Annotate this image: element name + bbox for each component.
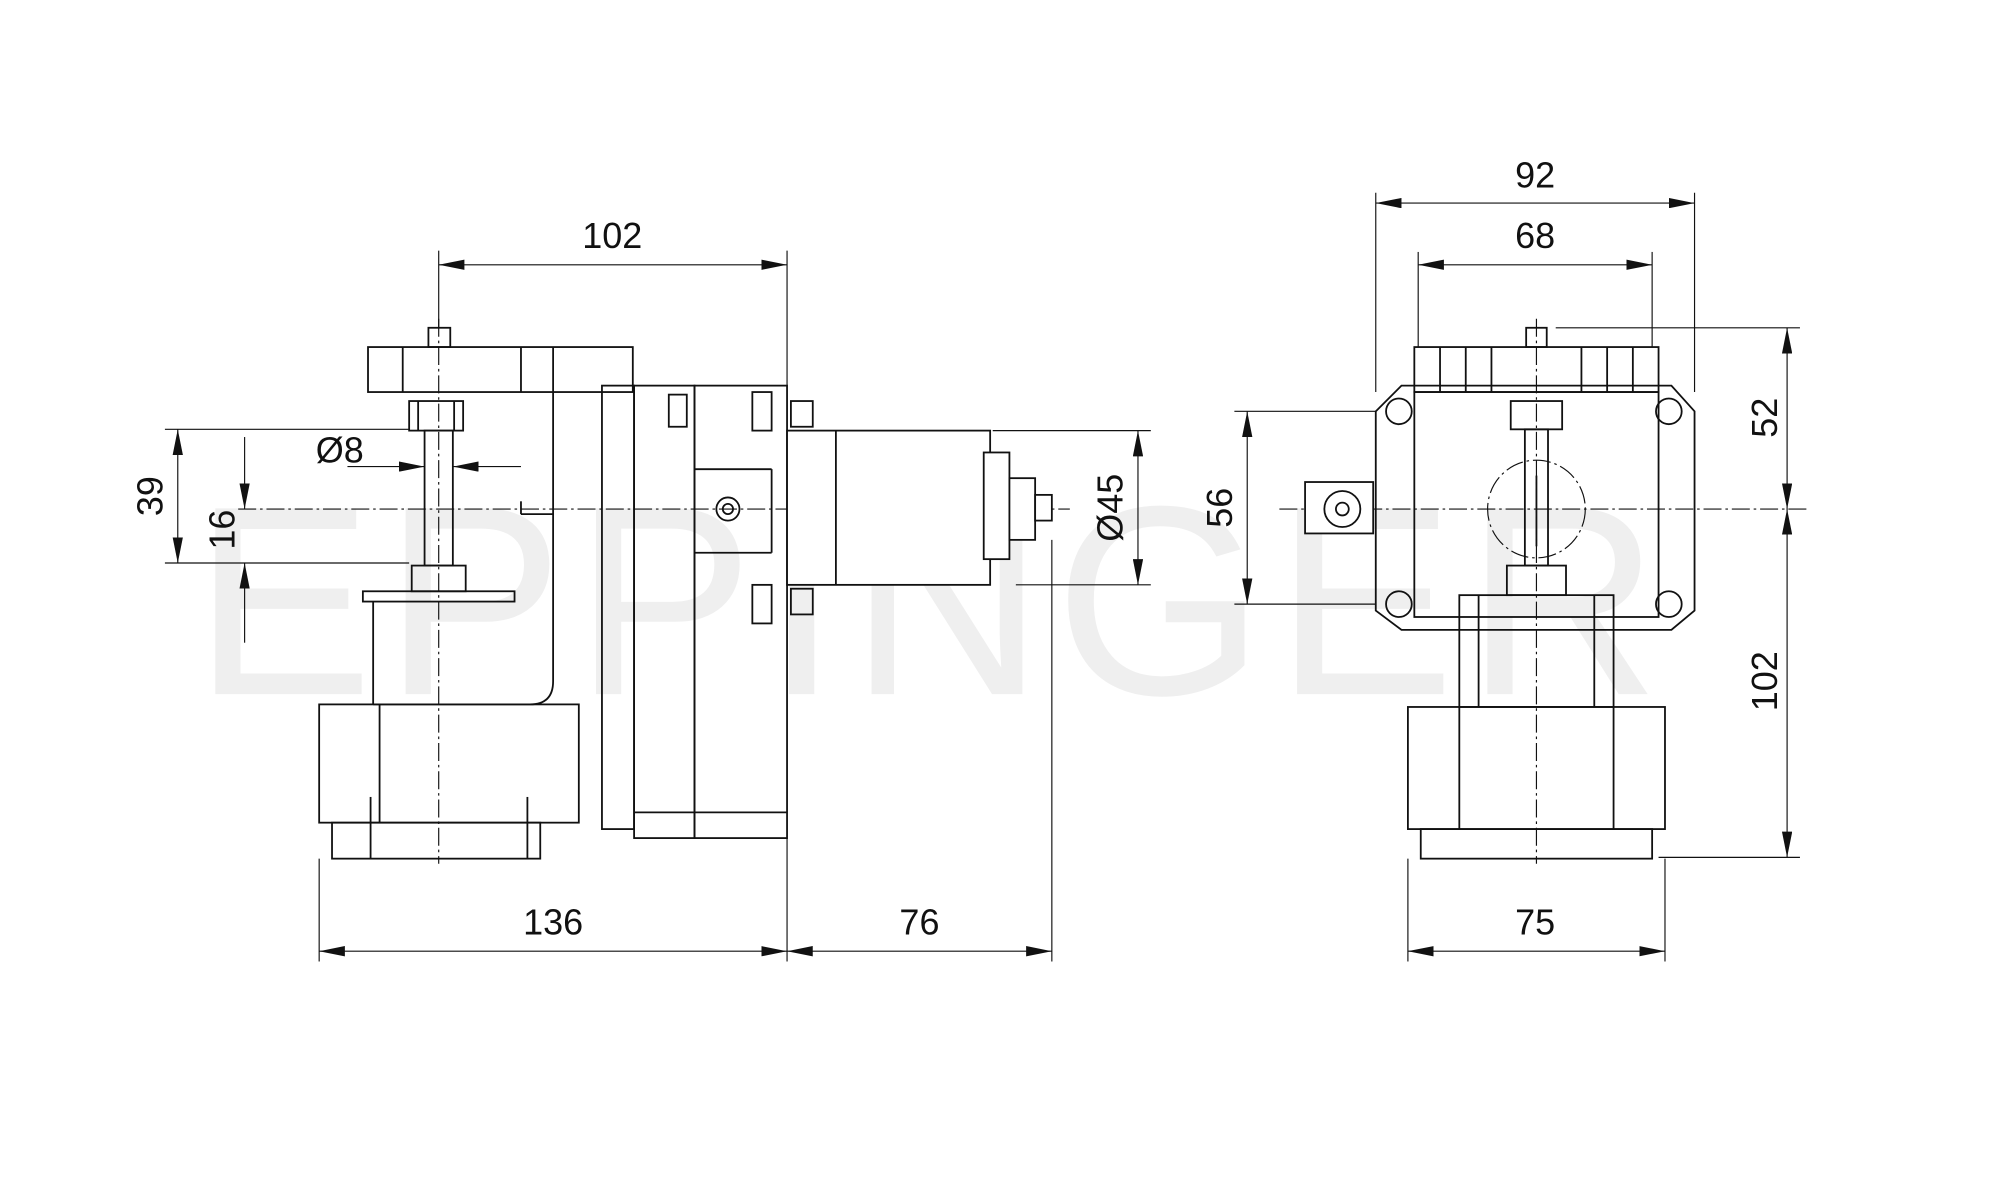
dim-92: 92	[1515, 155, 1555, 196]
side-view: 102 136 76 39 16 Ø8 Ø45	[129, 215, 1151, 962]
dim-d8: Ø8	[316, 430, 364, 471]
dim-56: 56	[1199, 488, 1240, 528]
dim-136: 136	[523, 901, 583, 942]
side-fitting	[1304, 481, 1375, 535]
dim-68: 68	[1515, 215, 1555, 256]
housing	[1374, 384, 1696, 631]
dim-16: 16	[201, 510, 242, 550]
top-plate	[367, 326, 634, 393]
dimensions-front: 92 68 75 52 102 56	[1199, 155, 1800, 962]
dimensions-side: 102 136 76 39 16 Ø8 Ø45	[129, 215, 1151, 962]
motor-cylinder	[786, 429, 1053, 586]
dim-76: 76	[899, 901, 939, 942]
dim-75: 75	[1515, 901, 1555, 942]
body	[318, 384, 814, 860]
dim-52: 52	[1744, 398, 1785, 438]
shaft	[361, 400, 516, 603]
dim-102-height: 102	[1744, 651, 1785, 711]
dim-39: 39	[129, 476, 170, 516]
front-view: 92 68 75 52 102 56	[1199, 155, 1807, 962]
dim-d45: Ø45	[1090, 474, 1131, 542]
dim-102: 102	[582, 215, 642, 256]
